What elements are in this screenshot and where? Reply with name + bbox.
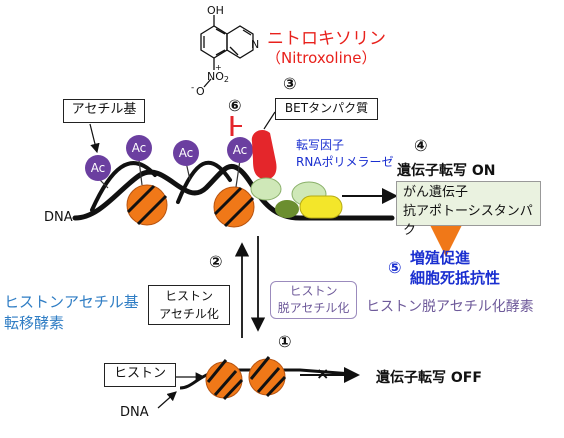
number-2: ②: [209, 252, 223, 271]
deacetylation-line1: ヒストン: [289, 284, 338, 298]
transcription-on: 遺伝子転写 ON: [397, 163, 496, 179]
nitro-o-minus: O: [196, 85, 205, 98]
nucleosome-bottom-2: [248, 356, 287, 398]
dna-top-label: DNA: [44, 210, 73, 225]
dna-bottom-pointer: [157, 391, 177, 409]
ac-circle-4: [227, 137, 253, 163]
bet-protein-label: BETタンパク質: [284, 101, 369, 115]
hdac-label: ヒストン脱アセチル化酵素: [366, 299, 534, 315]
effect-line2: 細胞死抵抗性: [410, 269, 501, 287]
tf-label: 転写因子 RNAポリメラーゼ: [296, 137, 394, 171]
acetylation-line2: アセチル化: [159, 307, 219, 321]
nitroxoline-name-en: （Nitroxoline）: [266, 49, 377, 67]
bet-protein-box: BETタンパク質: [275, 98, 378, 120]
number-4: ④: [414, 136, 428, 155]
oh-label: OH: [207, 4, 224, 17]
factor-green-light: [250, 177, 282, 201]
factor-green-dark: [275, 200, 299, 218]
dna-top-wrap: [90, 160, 232, 212]
tf-line1: 転写因子: [296, 138, 345, 152]
genes-line2: 抗アポトーシスタンパク: [403, 204, 533, 238]
factor-yellow: [299, 195, 343, 219]
number-5: ⑤: [388, 258, 402, 277]
nucleosome-bottom-1: [205, 359, 244, 401]
nitroxoline-structure: [200, 15, 254, 88]
acetyl-group-box: アセチル基: [63, 99, 145, 123]
bet-label-line: [263, 111, 276, 130]
genes-line1: がん遺伝子: [403, 185, 469, 200]
ac-label-4: Ac: [233, 143, 248, 157]
transcription-off: 遺伝子転写 OFF: [376, 370, 482, 386]
number-6: ⑥: [228, 96, 242, 115]
n-label: N: [251, 38, 259, 51]
ac-circle-2: [126, 135, 152, 161]
nitro-plus: +: [215, 63, 222, 72]
no2-label: NO2: [207, 70, 229, 84]
dna-bottom-label: DNA: [120, 405, 149, 420]
genes-box: がん遺伝子 抗アポトーシスタンパク: [396, 181, 541, 238]
acetyl-arrow: [89, 123, 100, 154]
acetylation-line1: ヒストン: [164, 289, 213, 303]
bet-protein: [251, 129, 277, 180]
deacetylation-line2: 脱アセチル化: [277, 301, 350, 315]
hat-line1: ヒストンアセチル基: [4, 293, 139, 311]
nitro-minus: -: [191, 83, 194, 93]
number-3: ③: [283, 74, 297, 93]
ac-label-3: Ac: [179, 146, 194, 160]
histone-label: ヒストン: [113, 366, 166, 381]
ac-circle-1: [85, 155, 111, 181]
number-1: ①: [278, 332, 292, 351]
nucleosome-top-2: [213, 186, 255, 228]
no-transcription-mark: ×: [316, 364, 330, 383]
acetylation-box: ヒストン アセチル化: [148, 285, 230, 325]
acetyl-group-label: アセチル基: [71, 102, 137, 117]
nucleosome-top-1: [126, 184, 168, 226]
effect-label: 増殖促進 細胞死抵抗性: [410, 248, 500, 288]
nitroxoline-name: ニトロキソリン: [267, 29, 386, 49]
effect-line1: 増殖促進: [410, 249, 471, 267]
deacetylation-box: ヒストン 脱アセチル化: [270, 281, 357, 319]
hat-line2: 転移酵素: [4, 314, 65, 332]
histone-box: ヒストン: [104, 363, 176, 387]
ac-circle-3: [173, 140, 199, 166]
ac-label-1: Ac: [91, 161, 106, 175]
hat-label: ヒストンアセチル基 転移酵素: [4, 292, 139, 334]
tf-line2: RNAポリメラーゼ: [296, 155, 394, 169]
ac-label-2: Ac: [132, 141, 147, 155]
